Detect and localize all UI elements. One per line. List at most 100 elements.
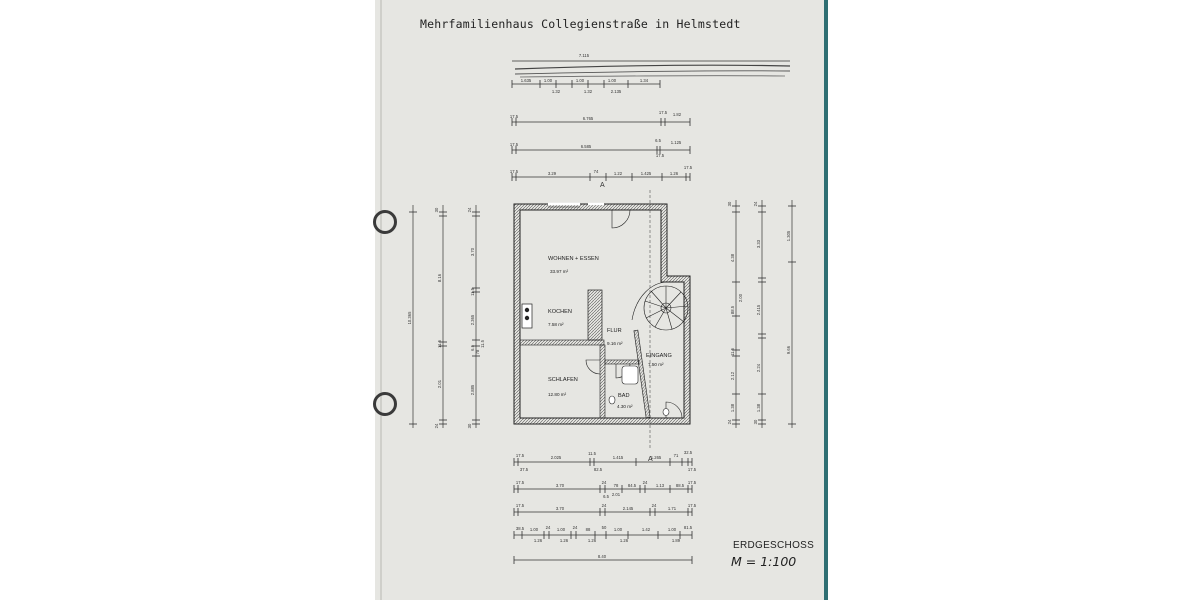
svg-text:2.415: 2.415 [756, 304, 761, 315]
svg-text:24: 24 [573, 525, 578, 530]
svg-text:30: 30 [753, 419, 758, 424]
svg-text:10.365: 10.365 [407, 311, 412, 324]
bottom-dimension-labels: 17.5 2.025 11.5 1.415 1.265 71 32.5 37.5… [516, 450, 697, 559]
svg-text:11.5: 11.5 [730, 347, 735, 356]
svg-text:2.365: 2.365 [470, 314, 475, 325]
door-swing-bedroom [585, 359, 601, 375]
svg-text:1.00: 1.00 [544, 78, 553, 83]
svg-text:30: 30 [434, 207, 439, 212]
svg-text:1.26: 1.26 [560, 538, 569, 543]
svg-text:2.01: 2.01 [437, 379, 442, 388]
svg-text:17.5: 17.5 [516, 453, 525, 458]
floor-plan [513, 190, 691, 448]
spiral-staircase [631, 281, 689, 331]
svg-text:2.145: 2.145 [623, 506, 634, 511]
svg-text:6.765: 6.765 [583, 116, 594, 121]
door-swing-entrance [665, 401, 683, 419]
svg-text:2.24: 2.24 [756, 363, 761, 372]
wall-flur-eingang [633, 329, 651, 419]
svg-text:1.00: 1.00 [668, 527, 677, 532]
left-dimension-chains [412, 205, 477, 428]
svg-text:1.42: 1.42 [642, 527, 651, 532]
wall-flur-bad [604, 359, 640, 365]
svg-text:11.5: 11.5 [588, 451, 597, 456]
room-area-eingang: 7.50 m² [648, 362, 664, 367]
svg-text:24: 24 [643, 480, 648, 485]
dim-overall-top: 7.115 [579, 53, 590, 58]
background-edge [824, 0, 828, 600]
svg-text:1.89: 1.89 [672, 538, 681, 543]
svg-text:17.5: 17.5 [516, 480, 525, 485]
room-name-kochen: KOCHEN [548, 309, 572, 315]
svg-text:1.38: 1.38 [756, 403, 761, 412]
room-name-schlafen: SCHLAFEN [548, 377, 578, 383]
svg-text:30: 30 [727, 201, 732, 206]
svg-text:88.5: 88.5 [730, 305, 735, 314]
paper-edge [380, 0, 382, 600]
svg-text:82.5: 82.5 [594, 467, 603, 472]
svg-text:71: 71 [674, 453, 679, 458]
svg-text:11.5: 11.5 [470, 287, 475, 296]
bottom-dimension-chains [514, 461, 692, 561]
svg-text:1.32: 1.32 [552, 89, 561, 94]
svg-text:38.5: 38.5 [516, 526, 525, 531]
svg-text:24: 24 [727, 419, 732, 424]
svg-text:3.33: 3.33 [756, 239, 761, 248]
svg-text:24: 24 [602, 480, 607, 485]
outer-wall [513, 203, 691, 425]
svg-text:84.5: 84.5 [628, 483, 637, 488]
top-dimension-chains [512, 60, 791, 178]
svg-text:1.265: 1.265 [651, 455, 662, 460]
svg-text:17.5: 17.5 [659, 110, 668, 115]
svg-text:32.5: 32.5 [684, 450, 693, 455]
svg-text:3.70: 3.70 [556, 483, 565, 488]
svg-text:2.01: 2.01 [612, 492, 621, 497]
svg-text:1.425: 1.425 [641, 171, 652, 176]
wall-kitchen-living [519, 339, 605, 346]
bathtub-icon [621, 365, 639, 385]
svg-text:1.34: 1.34 [640, 78, 649, 83]
svg-text:1.125: 1.125 [671, 140, 682, 145]
wall-bedroom-bath [599, 344, 606, 419]
svg-text:1.26: 1.26 [534, 538, 543, 543]
svg-text:1.00: 1.00 [576, 78, 585, 83]
room-labels: WOHNEN + ESSEN 33.97 m² KOCHEN 7.58 m² F… [548, 256, 672, 409]
room-area-wohnen: 33.97 m² [550, 269, 569, 274]
svg-text:1.415: 1.415 [613, 455, 624, 460]
drawing-title: Mehrfamilienhaus Collegienstraße in Helm… [420, 17, 741, 31]
svg-text:1.13: 1.13 [656, 483, 665, 488]
svg-text:2.135: 2.135 [611, 89, 622, 94]
svg-text:17.5: 17.5 [510, 142, 519, 147]
svg-text:24: 24 [602, 503, 607, 508]
svg-text:1.26: 1.26 [670, 171, 679, 176]
top-dimension-ticks [511, 80, 691, 181]
svg-text:1.26: 1.26 [620, 538, 629, 543]
svg-text:17.5: 17.5 [684, 165, 693, 170]
binder-ring-top [373, 210, 397, 234]
svg-text:24: 24 [467, 207, 472, 212]
svg-text:1.00: 1.00 [608, 78, 617, 83]
right-dimension-labels: 4.38 88.5 2.00 11.5 2.12 1.38 3.33 2.415… [727, 201, 791, 424]
room-name-wohnen: WOHNEN + ESSEN [548, 256, 599, 262]
svg-text:3.70: 3.70 [470, 247, 475, 256]
room-area-kochen: 7.58 m² [548, 322, 564, 327]
svg-text:78: 78 [614, 483, 619, 488]
svg-text:50: 50 [602, 525, 607, 530]
svg-text:1.00: 1.00 [614, 527, 623, 532]
svg-text:17.5: 17.5 [688, 467, 697, 472]
svg-text:24: 24 [753, 201, 758, 206]
svg-text:8.16: 8.16 [437, 273, 442, 282]
svg-text:1.82: 1.82 [673, 112, 682, 117]
svg-text:11.5: 11.5 [437, 339, 442, 348]
kitchen-cabinets [587, 289, 603, 341]
svg-text:6.5: 6.5 [603, 494, 609, 499]
svg-text:2.00: 2.00 [738, 293, 743, 302]
svg-text:24: 24 [546, 525, 551, 530]
svg-text:6.585: 6.585 [581, 144, 592, 149]
svg-text:3.29: 3.29 [548, 171, 557, 176]
bottom-dimension-ticks [513, 458, 693, 564]
floor-label: ERDGESCHOSS [733, 540, 815, 551]
svg-text:88: 88 [586, 527, 591, 532]
svg-text:3.70: 3.70 [556, 506, 565, 511]
svg-text:1.71: 1.71 [668, 506, 677, 511]
